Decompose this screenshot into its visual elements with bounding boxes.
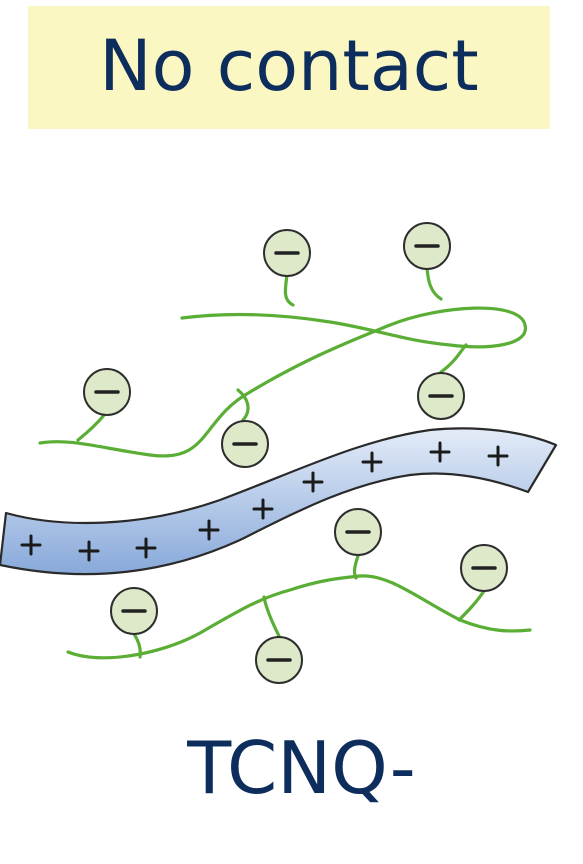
polymer-diagram: [0, 222, 558, 684]
link: [236, 388, 250, 422]
anion-chain-upper-left: [38, 306, 527, 458]
negative-ion: [417, 372, 465, 420]
negative-ion: [110, 587, 158, 635]
positive-charge: [429, 441, 451, 463]
negative-ion: [83, 368, 131, 416]
link: [132, 632, 142, 659]
negative-ion: [263, 229, 311, 277]
negative-ion: [255, 636, 303, 684]
title-text: No contact: [99, 24, 479, 107]
link: [457, 589, 486, 622]
title-banner: No contact: [28, 6, 550, 129]
positive-charge: [78, 540, 100, 562]
negative-ion: [221, 420, 269, 468]
link: [352, 554, 360, 580]
positive-charge: [487, 445, 509, 467]
positive-charge: [252, 498, 274, 520]
positive-charge: [135, 537, 157, 559]
negative-ion: [403, 222, 451, 270]
link: [439, 343, 468, 374]
polymer-ribbon: [0, 427, 558, 576]
link: [76, 412, 107, 442]
link: [262, 595, 281, 638]
negative-ion: [460, 544, 508, 592]
species-label: TCNQ-: [187, 726, 416, 810]
link: [425, 266, 443, 301]
positive-charge: [302, 471, 324, 493]
positive-charge: [361, 451, 383, 473]
link: [283, 273, 295, 307]
negative-ion: [334, 508, 382, 556]
positive-charge: [20, 534, 42, 556]
positive-charge: [198, 519, 220, 541]
